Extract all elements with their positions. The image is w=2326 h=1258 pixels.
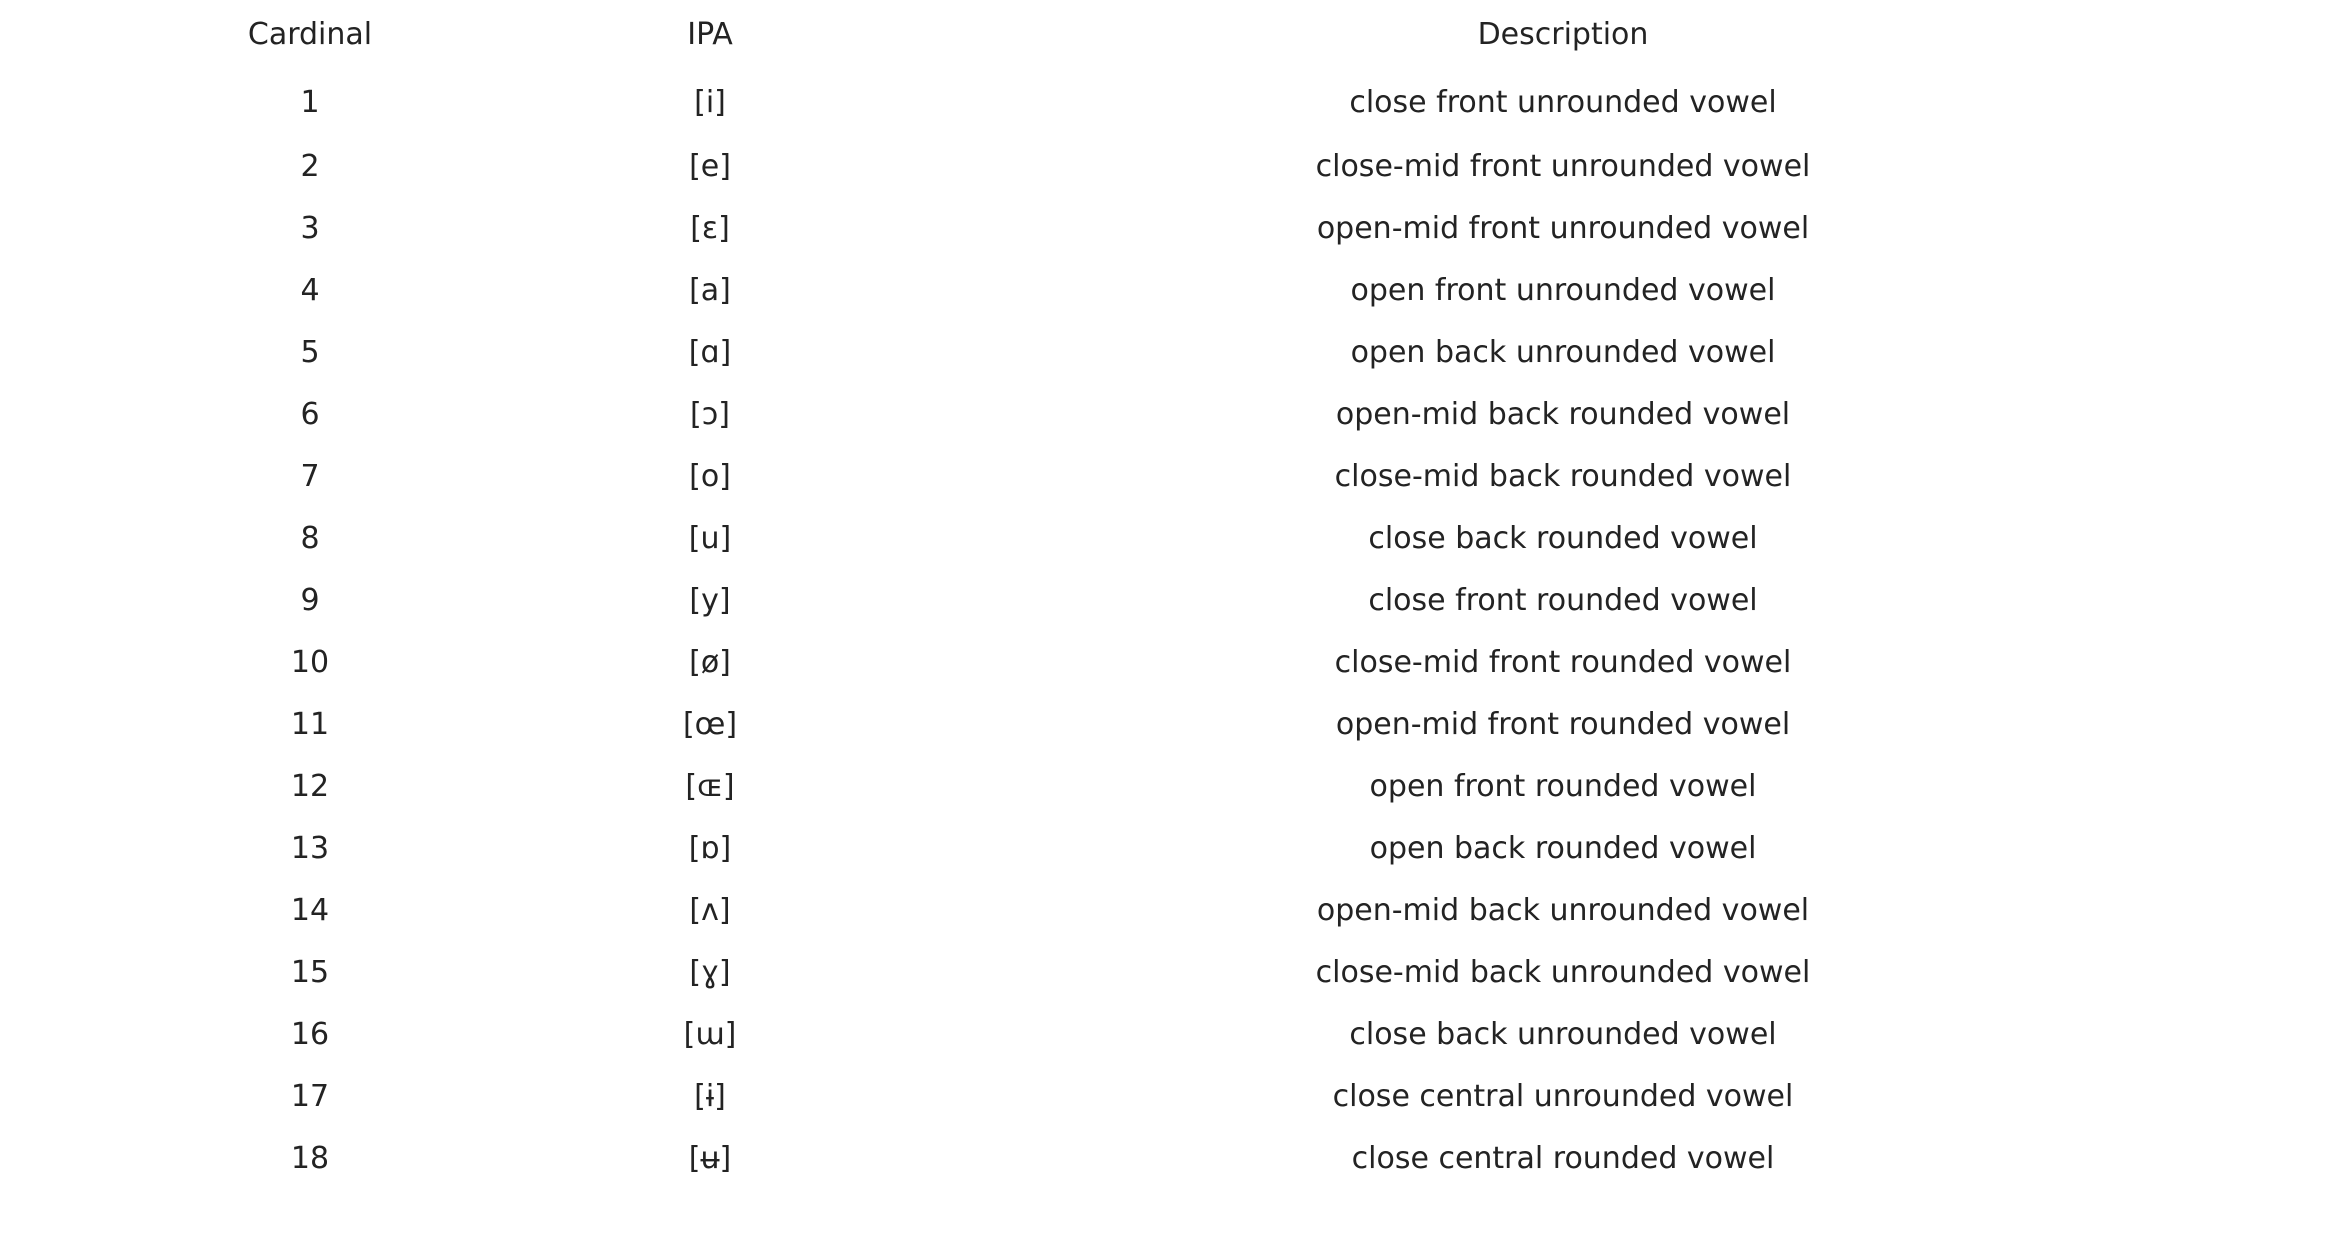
cell-ipa: [ɨ] — [694, 1079, 726, 1114]
table-row: 15 [ɣ] close-mid back unrounded vowel — [0, 942, 2326, 1004]
cell-cardinal: 9 — [300, 583, 320, 618]
cell-description: open back rounded vowel — [1369, 831, 1757, 866]
table-row: 3 [ɛ] open-mid front unrounded vowel — [0, 198, 2326, 260]
table-row: 14 [ʌ] open-mid back unrounded vowel — [0, 880, 2326, 942]
cell-ipa: [y] — [689, 583, 731, 618]
cell-cardinal: 15 — [290, 955, 330, 990]
cell-description: close front rounded vowel — [1368, 583, 1758, 618]
cell-cardinal: 17 — [290, 1079, 330, 1114]
cell-cardinal: 11 — [290, 707, 330, 742]
cell-description: open back unrounded vowel — [1350, 335, 1776, 370]
table-row: 5 [ɑ] open back unrounded vowel — [0, 322, 2326, 384]
cell-ipa: [ɯ] — [683, 1017, 737, 1052]
table-header: Cardinal IPA Description — [0, 0, 2326, 70]
table-row: 13 [ɒ] open back rounded vowel — [0, 818, 2326, 880]
cell-cardinal: 7 — [300, 459, 320, 494]
table-row: 1 [i] close front unrounded vowel — [0, 70, 2326, 136]
cell-ipa: [ɔ] — [690, 397, 730, 432]
column-header-description: Description — [1477, 17, 1649, 52]
cell-description: close back rounded vowel — [1368, 521, 1758, 556]
cell-ipa: [ɣ] — [689, 955, 731, 990]
cell-ipa: [ʌ] — [689, 893, 731, 928]
column-header-cardinal: Cardinal — [247, 17, 373, 52]
cell-description: open front unrounded vowel — [1350, 273, 1776, 308]
cell-cardinal: 8 — [300, 521, 320, 556]
cell-description: open-mid front unrounded vowel — [1316, 211, 1810, 246]
cell-cardinal: 13 — [290, 831, 330, 866]
cell-cardinal: 10 — [290, 645, 330, 680]
cell-ipa: [a] — [689, 273, 731, 308]
table-row: 9 [y] close front rounded vowel — [0, 570, 2326, 632]
cell-description: open-mid back rounded vowel — [1335, 397, 1791, 432]
table-row: 11 [œ] open-mid front rounded vowel — [0, 694, 2326, 756]
cell-cardinal: 6 — [300, 397, 320, 432]
table-row: 12 [ɶ] open front rounded vowel — [0, 756, 2326, 818]
cell-description: close front unrounded vowel — [1349, 85, 1777, 120]
cardinal-vowels-table: Cardinal IPA Description 1 [i] close front… — [0, 0, 2326, 1190]
cell-cardinal: 12 — [290, 769, 330, 804]
table-row: 2 [e] close-mid front unrounded vowel — [0, 136, 2326, 198]
cell-ipa: [ʉ] — [688, 1141, 732, 1176]
cell-cardinal: 3 — [300, 211, 320, 246]
cell-ipa: [ɶ] — [685, 769, 735, 804]
cell-ipa: [u] — [688, 521, 732, 556]
cell-description: close-mid front unrounded vowel — [1315, 149, 1811, 184]
table-header-row: Cardinal IPA Description — [0, 0, 2326, 70]
table-body: 1 [i] close front unrounded vowel 2 [e] close… — [0, 70, 2326, 1190]
table-row: 4 [a] open front unrounded vowel — [0, 260, 2326, 322]
cell-ipa: [o] — [689, 459, 731, 494]
cell-description: close back unrounded vowel — [1349, 1017, 1777, 1052]
cell-cardinal: 18 — [290, 1141, 330, 1176]
cell-ipa: [ø] — [689, 645, 731, 680]
cell-cardinal: 2 — [300, 149, 320, 184]
table-row: 6 [ɔ] open-mid back rounded vowel — [0, 384, 2326, 446]
column-header-ipa: IPA — [687, 17, 733, 52]
cell-ipa: [ɛ] — [690, 211, 730, 246]
table-row: 17 [ɨ] close central unrounded vowel — [0, 1066, 2326, 1128]
table-row: 16 [ɯ] close back unrounded vowel — [0, 1004, 2326, 1066]
table-row: 8 [u] close back rounded vowel — [0, 508, 2326, 570]
cell-description: close central unrounded vowel — [1332, 1079, 1794, 1114]
cell-ipa: [i] — [694, 85, 726, 120]
cell-description: open-mid back unrounded vowel — [1316, 893, 1810, 928]
cell-description: open-mid front rounded vowel — [1335, 707, 1791, 742]
cell-cardinal: 16 — [290, 1017, 330, 1052]
cell-description: close-mid back unrounded vowel — [1315, 955, 1811, 990]
cell-cardinal: 4 — [300, 273, 320, 308]
cell-description: close-mid back rounded vowel — [1334, 459, 1792, 494]
cell-cardinal: 5 — [300, 335, 320, 370]
cell-ipa: [ɒ] — [688, 831, 732, 866]
cell-description: open front rounded vowel — [1369, 769, 1757, 804]
table-row: 18 [ʉ] close central rounded vowel — [0, 1128, 2326, 1190]
cell-description: close central rounded vowel — [1351, 1141, 1775, 1176]
cell-ipa: [e] — [689, 149, 731, 184]
table-row: 7 [o] close-mid back rounded vowel — [0, 446, 2326, 508]
cell-ipa: [ɑ] — [688, 335, 732, 370]
table-row: 10 [ø] close-mid front rounded vowel — [0, 632, 2326, 694]
cell-ipa: [œ] — [682, 707, 738, 742]
cell-description: close-mid front rounded vowel — [1334, 645, 1792, 680]
cell-cardinal: 1 — [300, 85, 320, 120]
cell-cardinal: 14 — [290, 893, 330, 928]
